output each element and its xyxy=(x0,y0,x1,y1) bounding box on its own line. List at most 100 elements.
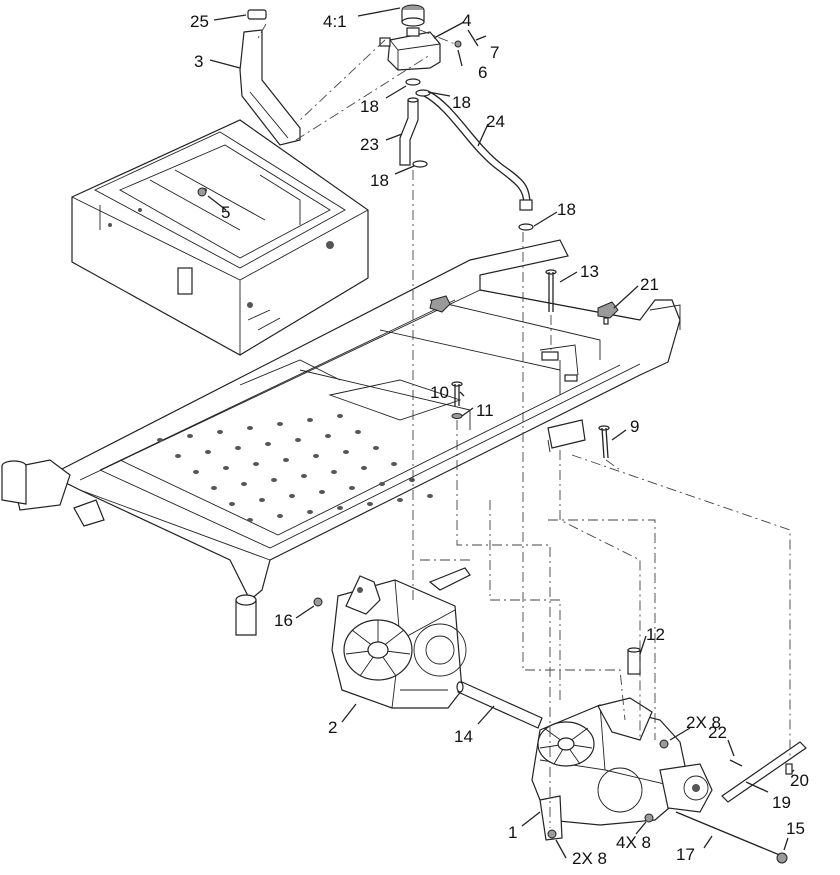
callout-17: 17 xyxy=(676,845,695,864)
nut-part-8-mid xyxy=(644,813,654,823)
callout-18-b: 18 xyxy=(452,93,471,112)
callout-12: 12 xyxy=(646,625,665,644)
deck-hole xyxy=(373,446,379,450)
screw-part-7 xyxy=(467,29,479,47)
deck-hole xyxy=(301,474,307,478)
leader-lines xyxy=(207,7,795,859)
deck-hole xyxy=(289,494,295,498)
deck-hole xyxy=(223,466,229,470)
callout-18-a: 18 xyxy=(360,97,379,116)
deck-hole xyxy=(379,482,385,486)
bolt-part-13 xyxy=(545,269,557,312)
deck-hole xyxy=(205,450,211,454)
callout-21: 21 xyxy=(640,275,659,294)
hose-clamp-18a xyxy=(405,78,421,86)
deck-hole xyxy=(229,502,235,506)
deck-hole xyxy=(355,430,361,434)
nut-part-15 xyxy=(776,852,788,864)
deck-hole xyxy=(277,514,283,518)
callout-4: 4 xyxy=(462,11,471,30)
deck-hole xyxy=(313,454,319,458)
callout-25: 25 xyxy=(190,12,209,31)
deck-hole xyxy=(175,454,181,458)
callout-18-d: 18 xyxy=(557,200,576,219)
deck-hole xyxy=(265,442,271,446)
callout-1: 1 xyxy=(508,823,517,842)
deck-hole xyxy=(331,470,337,474)
deck-hole xyxy=(343,450,349,454)
deck-hole xyxy=(271,478,277,482)
bolt-part-9 xyxy=(598,425,610,459)
hose-part-23 xyxy=(399,97,419,166)
perforated-deck-plate xyxy=(157,414,433,522)
callout-6: 6 xyxy=(478,63,487,82)
deck-hole xyxy=(157,438,163,442)
callout-13: 13 xyxy=(580,262,599,281)
deck-hole xyxy=(391,462,397,466)
deck-hole xyxy=(247,426,253,430)
deck-hole xyxy=(319,490,325,494)
deck-hole xyxy=(253,462,259,466)
assembly-lines xyxy=(257,23,791,828)
plug-part-25 xyxy=(247,9,267,20)
deck-hole xyxy=(427,494,433,498)
deck-hole xyxy=(235,446,241,450)
oil-reservoir xyxy=(379,4,441,71)
callout-4x8: 4X 8 xyxy=(616,833,651,852)
callout-18-c: 18 xyxy=(370,171,389,190)
callout-24: 24 xyxy=(486,112,505,131)
deck-hole xyxy=(349,486,355,490)
callout-14: 14 xyxy=(454,727,473,746)
deck-hole xyxy=(187,434,193,438)
callout-3: 3 xyxy=(194,52,203,71)
deck-hole xyxy=(217,430,223,434)
deck-hole xyxy=(247,518,253,522)
transmission-part-1 xyxy=(531,697,713,841)
arm-part-19 xyxy=(721,741,807,803)
deck-hole xyxy=(367,502,373,506)
callout-labels: 25 4:1 4 7 6 3 18 18 23 24 18 5 18 13 21… xyxy=(190,11,809,868)
deck-hole xyxy=(307,418,313,422)
washer-part-11 xyxy=(451,413,463,419)
deck-hole xyxy=(325,434,331,438)
bolt-part-10 xyxy=(451,381,463,406)
hose-part-24 xyxy=(423,95,525,206)
callout-4-1: 4:1 xyxy=(323,12,347,31)
callout-7: 7 xyxy=(490,43,499,62)
deck-hole xyxy=(337,506,343,510)
deck-hole xyxy=(295,438,301,442)
hose-clamp-18b xyxy=(415,89,431,97)
callout-22: 22 xyxy=(708,723,727,742)
hose-clamp-18c xyxy=(412,160,428,168)
vent-part-16 xyxy=(313,597,323,607)
deck-hole xyxy=(241,482,247,486)
washer-part-6 xyxy=(454,40,462,48)
callout-5: 5 xyxy=(221,203,230,222)
knob-left xyxy=(429,295,451,313)
callout-2x8-b: 2X 8 xyxy=(572,849,607,868)
frame-front-tube xyxy=(1,459,257,636)
callout-15: 15 xyxy=(786,819,805,838)
deck-hole xyxy=(409,478,415,482)
callout-2x8-a: 2X 8 xyxy=(686,713,721,732)
deck-hole xyxy=(307,510,313,514)
deck-hole xyxy=(337,414,343,418)
callout-2: 2 xyxy=(328,718,337,737)
callout-23: 23 xyxy=(360,135,379,154)
pump-mount-bracket xyxy=(71,119,369,356)
deck-hole xyxy=(277,422,283,426)
callout-19: 19 xyxy=(772,793,791,812)
callout-16: 16 xyxy=(274,611,293,630)
nut-part-8-top xyxy=(659,739,669,749)
knob-part-21 xyxy=(597,301,619,325)
nut-part-5 xyxy=(197,187,207,197)
screw-part-20 xyxy=(785,763,793,775)
pin-part-22 xyxy=(729,759,743,767)
hose-clamp-18d xyxy=(518,223,534,231)
callout-20: 20 xyxy=(790,771,809,790)
main-frame xyxy=(59,239,681,601)
transmission-fan-right xyxy=(537,721,595,767)
rod-part-17 xyxy=(675,811,783,857)
transmission-fan-left xyxy=(343,619,413,681)
